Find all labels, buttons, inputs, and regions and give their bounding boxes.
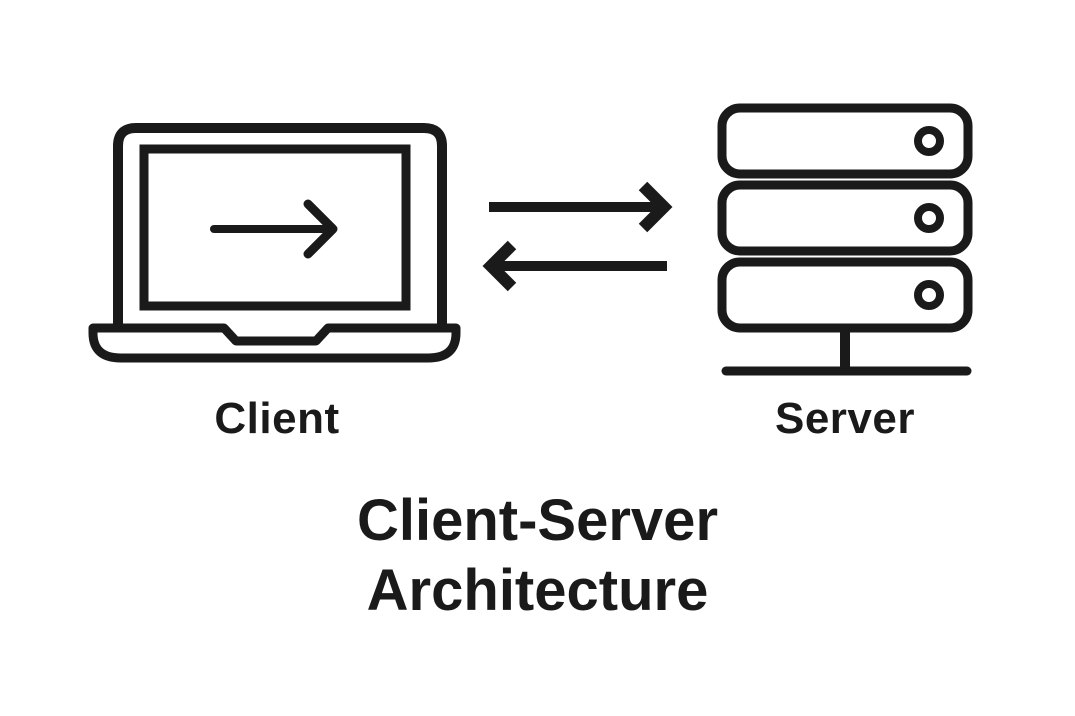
request-arrow-head [638,181,673,233]
diagram-title: Client-Server Architecture [0,486,1075,626]
screen-arrow-head [303,199,338,259]
arrow-left-icon [482,240,667,292]
server-label: Server [774,394,915,443]
server-led-2 [914,203,944,233]
arrow-right-icon [489,181,673,233]
server-unit-1 [717,103,973,179]
server-stack-icon [717,103,973,376]
server-unit-3 [717,257,973,333]
client-label: Client [214,394,340,443]
laptop-base [88,323,461,363]
server-led-3 [914,280,944,310]
response-arrow-head [482,240,517,292]
laptop-icon [88,123,461,363]
server-unit-2 [717,180,973,256]
laptop-lid [113,123,447,330]
title-line-1: Client-Server [356,488,719,553]
server-led-1 [914,126,944,156]
title-line-2: Architecture [366,558,709,623]
